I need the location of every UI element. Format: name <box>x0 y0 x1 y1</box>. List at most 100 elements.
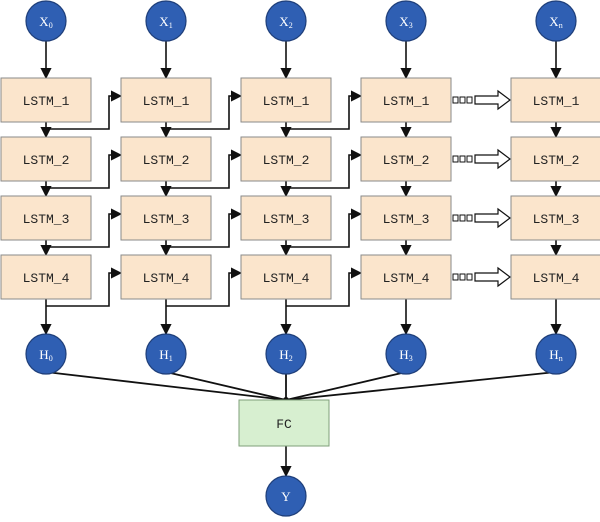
output-node-4-circle <box>535 333 577 375</box>
recurrent-edge <box>46 208 123 248</box>
lstm-cell-label: LSTM_2 <box>23 153 70 168</box>
input-node-1-circle <box>145 0 187 42</box>
hollow-arrow-icon <box>474 266 511 288</box>
continuation-arrow <box>452 148 511 170</box>
input-node-0-label: X0 <box>39 14 52 30</box>
ellipsis-dot <box>459 96 466 104</box>
recurrent-edge <box>46 90 123 130</box>
ellipsis-dot <box>459 273 466 281</box>
ellipsis-dot <box>452 214 459 222</box>
input-node-4-symbol: X <box>549 14 559 29</box>
lstm-cell: LSTM_4 <box>510 254 600 300</box>
fan-in-edge <box>165 371 287 401</box>
lstm-cell: LSTM_2 <box>120 136 212 182</box>
fc-layer: FC <box>238 399 330 447</box>
lstm-cell-box <box>360 77 452 123</box>
lstm-cell: LSTM_4 <box>360 254 452 300</box>
lstm-cell: LSTM_1 <box>120 77 212 123</box>
input-node-2-circle <box>265 0 307 42</box>
output-node-4-subscript: n <box>559 354 563 363</box>
output-node-3: H3 <box>385 333 427 375</box>
fan-in-edge <box>285 371 407 401</box>
lstm-cell-label: LSTM_3 <box>143 212 190 227</box>
fc-box <box>238 399 330 447</box>
lstm-cell-label: LSTM_2 <box>533 153 580 168</box>
output-node-2-subscript: 2 <box>289 354 293 363</box>
lstm-cell-label: LSTM_3 <box>23 212 70 227</box>
continuation-arrow <box>452 266 511 288</box>
lstm-cell-label: LSTM_3 <box>383 212 430 227</box>
lstm-cell-box <box>360 136 452 182</box>
lstm-cell-label: LSTM_1 <box>383 94 430 109</box>
recurrent-edge <box>46 267 123 307</box>
lstm-cell-label: LSTM_3 <box>533 212 580 227</box>
lstm-cell-label: LSTM_2 <box>263 153 310 168</box>
recurrent-edge <box>46 149 123 189</box>
ellipsis-dot <box>452 155 459 163</box>
lstm-cell-box <box>360 254 452 300</box>
input-node-3: X3 <box>385 0 427 42</box>
lstm-cell-label: LSTM_2 <box>383 153 430 168</box>
lstm-cell: LSTM_1 <box>360 77 452 123</box>
lstm-cell: LSTM_1 <box>240 77 332 123</box>
lstm-cell: LSTM_2 <box>240 136 332 182</box>
output-node-0-subscript: 0 <box>49 354 53 363</box>
lstm-cell: LSTM_3 <box>240 195 332 241</box>
output-node-4-label: Hn <box>549 347 562 363</box>
input-node-2-label: X2 <box>279 14 292 30</box>
lstm-cell-box <box>510 254 600 300</box>
recurrent-edge <box>286 149 363 189</box>
output-node-1-symbol: H <box>159 347 168 362</box>
input-node-2: X2 <box>265 0 307 42</box>
output-node-3-label: H3 <box>399 347 412 363</box>
input-node-4-label: Xn <box>549 14 562 30</box>
input-node-4-subscript: n <box>559 21 563 30</box>
lstm-cell-label: LSTM_1 <box>23 94 70 109</box>
hollow-arrow-icon <box>474 207 511 229</box>
input-node-1-subscript: 1 <box>169 21 173 30</box>
lstm-cell-label: LSTM_4 <box>533 271 580 286</box>
final-output-node: Y <box>265 475 307 517</box>
lstm-cell-box <box>240 77 332 123</box>
lstm-cell-box <box>120 77 212 123</box>
edges-layer <box>40 41 562 478</box>
lstm-cell: LSTM_3 <box>510 195 600 241</box>
output-node-3-symbol: H <box>399 347 408 362</box>
output-node-0: H0 <box>25 333 67 375</box>
lstm-cell-box <box>0 136 92 182</box>
lstm-cell-label: LSTM_4 <box>263 271 310 286</box>
output-node-3-subscript: 3 <box>409 354 413 363</box>
lstm-cell-box <box>240 136 332 182</box>
input-node-3-circle <box>385 0 427 42</box>
lstm-cell: LSTM_4 <box>240 254 332 300</box>
lstm-cell-box <box>360 195 452 241</box>
output-node-0-symbol: H <box>39 347 48 362</box>
ellipsis-dot <box>466 214 473 222</box>
input-node-3-label: X3 <box>399 14 412 30</box>
lstm-cell: LSTM_1 <box>510 77 600 123</box>
final-output-circle <box>265 475 307 517</box>
lstm-cell-box <box>510 77 600 123</box>
lstm-cell: LSTM_2 <box>510 136 600 182</box>
lstm-cell-box <box>120 254 212 300</box>
recurrent-edge <box>286 90 363 130</box>
ellipsis-dot <box>466 273 473 281</box>
fc-label: FC <box>276 417 292 432</box>
recurrent-edge <box>166 208 243 248</box>
lstm-cell-box <box>240 195 332 241</box>
lstm-cell-box <box>240 254 332 300</box>
output-node-4: Hn <box>535 333 577 375</box>
input-node-1-label: X1 <box>159 14 172 30</box>
lstm-cell-label: LSTM_1 <box>533 94 580 109</box>
final-output-label: Y <box>281 489 291 504</box>
lstm-cell-box <box>510 195 600 241</box>
output-node-2-label: H2 <box>279 347 292 363</box>
output-node-0-circle <box>25 333 67 375</box>
output-node-1-circle <box>145 333 187 375</box>
ellipsis-dot <box>452 273 459 281</box>
input-node-3-subscript: 3 <box>409 21 413 30</box>
lstm-cell-box <box>120 195 212 241</box>
input-node-0: X0 <box>25 0 67 42</box>
